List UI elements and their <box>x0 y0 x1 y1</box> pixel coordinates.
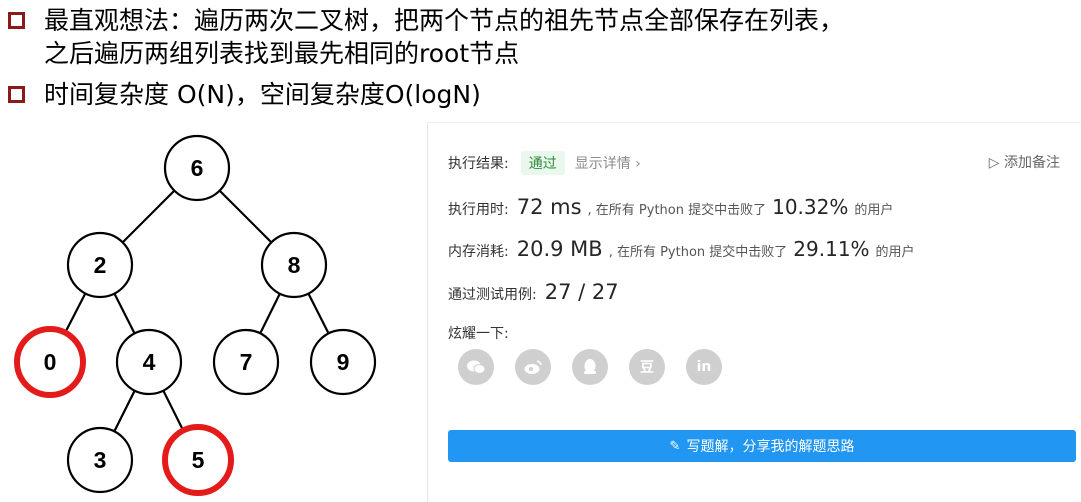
tree-node-circle <box>309 328 377 396</box>
memory-suffix: 的用户 <box>875 245 915 260</box>
bullet-square-icon <box>8 12 25 29</box>
bullet-text-line1: 最直观想法：遍历两次二叉树，把两个节点的祖先节点全部保存在列表， <box>44 6 845 35</box>
memory-value: 20.9 MB <box>516 237 603 261</box>
tree-node-circle <box>163 134 231 202</box>
tree-node-circle <box>66 231 134 299</box>
bullet-item-complexity: 时间复杂度 O(N)，空间复杂度O(logN) <box>8 78 481 111</box>
tree-node-label: 7 <box>240 349 253 375</box>
memory-row: 内存消耗: 20.9 MB , 在所有 Python 提交中击败了 29.11%… <box>448 237 915 261</box>
memory-percentile: 29.11% <box>793 237 870 261</box>
highlight-ring <box>14 326 86 398</box>
tree-node-7: 7 <box>212 328 280 396</box>
tree-node-label: 8 <box>288 252 301 278</box>
douban-icon[interactable]: 豆 <box>629 349 665 385</box>
tree-node-6: 6 <box>163 134 231 202</box>
tree-node-label: 6 <box>191 155 204 181</box>
qq-icon[interactable] <box>572 349 608 385</box>
weibo-icon[interactable] <box>515 349 551 385</box>
memory-label: 内存消耗: <box>448 244 509 260</box>
tree-node-0: 0 <box>14 326 86 398</box>
tree-node-4: 4 <box>115 328 183 396</box>
tree-node-5: 5 <box>162 424 234 496</box>
submission-result-panel: 执行结果: 通过 显示详情 › ▷ 添加备注 执行用时: 72 ms , 在所有… <box>427 122 1081 502</box>
test-cases-label: 通过测试用例: <box>448 287 537 303</box>
linkedin-icon[interactable]: in <box>686 349 722 385</box>
runtime-label: 执行用时: <box>448 202 509 218</box>
write-solution-button[interactable]: ✎ 写题解，分享我的解题思路 <box>448 430 1076 462</box>
result-status-row: 执行结果: 通过 显示详情 › <box>448 151 641 175</box>
binary-tree-diagram: 6 2 8 0 4 7 9 3 5 <box>14 134 377 496</box>
status-badge: 通过 <box>520 151 565 175</box>
runtime-row: 执行用时: 72 ms , 在所有 Python 提交中击败了 10.32% 的… <box>448 195 893 219</box>
status-label: 执行结果: <box>448 156 509 172</box>
test-cases-value: 27 / 27 <box>544 280 619 304</box>
bullet-text-line2: 时间复杂度 O(N)，空间复杂度O(logN) <box>44 80 481 109</box>
tree-node-circle <box>260 231 328 299</box>
tree-node-label: 4 <box>143 349 156 375</box>
add-note-label: 添加备注 <box>1004 155 1060 171</box>
bullet-text-line1-cont: 之后遍历两组列表找到最先相同的root节点 <box>44 39 520 68</box>
pencil-icon: ✎ <box>669 438 681 454</box>
tree-node-circle <box>66 426 134 494</box>
share-label: 炫耀一下: <box>448 326 509 342</box>
tree-node-9: 9 <box>309 328 377 396</box>
add-note-button[interactable]: ▷ 添加备注 <box>989 152 1060 172</box>
share-row: 炫耀一下: <box>448 323 509 343</box>
tree-node-label: 3 <box>94 447 107 473</box>
tree-node-label: 5 <box>192 447 205 473</box>
tree-node-label: 9 <box>337 349 350 375</box>
wechat-icon[interactable] <box>458 349 494 385</box>
bullet-square-icon <box>8 86 25 103</box>
tree-node-label: 0 <box>44 349 57 375</box>
tree-node-circle <box>115 328 183 396</box>
runtime-percentile: 10.32% <box>772 195 849 219</box>
memory-desc: , 在所有 Python 提交中击败了 <box>608 245 788 260</box>
runtime-value: 72 ms <box>516 195 582 219</box>
highlight-ring <box>162 424 234 496</box>
write-solution-label: 写题解，分享我的解题思路 <box>686 439 855 455</box>
flag-icon: ▷ <box>988 155 1000 171</box>
show-details-link[interactable]: 显示详情 › <box>574 156 641 172</box>
tree-node-2: 2 <box>66 231 134 299</box>
tree-node-8: 8 <box>260 231 328 299</box>
tree-node-circle <box>212 328 280 396</box>
tree-node-label: 2 <box>94 252 107 278</box>
test-cases-row: 通过测试用例: 27 / 27 <box>448 280 619 304</box>
bullet-item-approach: 最直观想法：遍历两次二叉树，把两个节点的祖先节点全部保存在列表， 之后遍历两组列… <box>8 4 844 70</box>
share-icons: 豆 in <box>458 349 743 385</box>
tree-node-3: 3 <box>66 426 134 494</box>
runtime-suffix: 的用户 <box>854 203 894 218</box>
runtime-desc: , 在所有 Python 提交中击败了 <box>587 203 767 218</box>
